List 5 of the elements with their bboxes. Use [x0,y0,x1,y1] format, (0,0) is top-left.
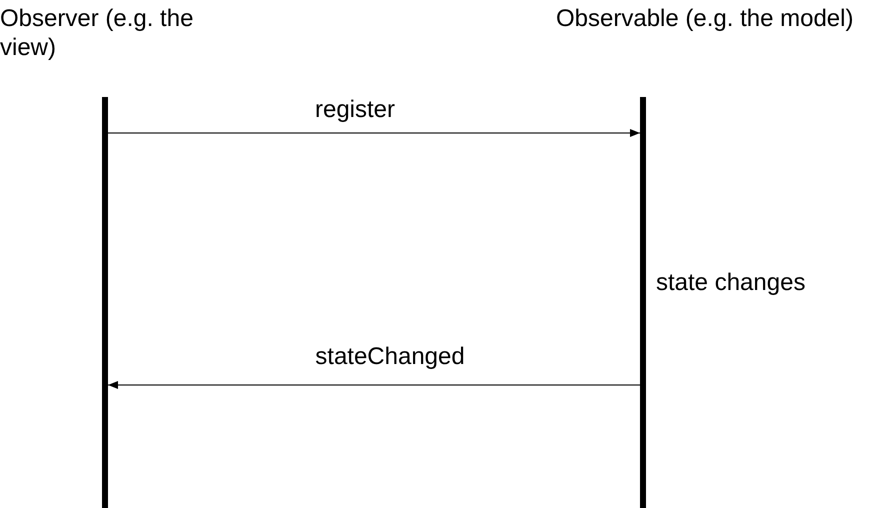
arrow [108,381,640,389]
note-text: state changes [656,269,806,297]
arrow [108,129,640,137]
lifeline-title: Observable (e.g. the model) [556,4,854,33]
lifeline-title: Observer (e.g. the view) [0,4,194,62]
